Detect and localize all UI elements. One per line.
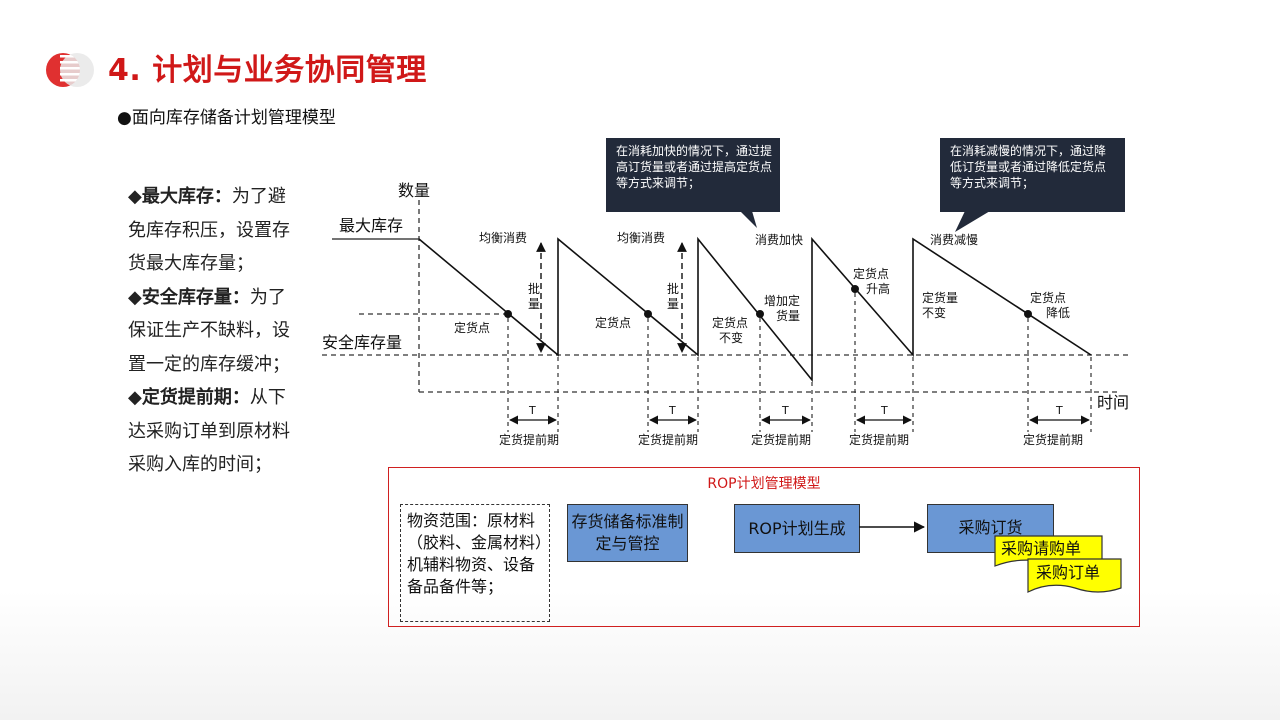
t-label-2: T [668,404,676,417]
label-rp-raise-b: 升高 [866,281,890,296]
box-stock-standard: 存货储备标准制定与管控 [567,504,688,562]
t-label-1: T [528,404,536,417]
callout-tail-2 [955,211,990,232]
label-batch-2b: 量 [667,297,679,311]
lead-time-guides [507,293,1092,432]
label-batch-1b: 量 [528,297,540,311]
lead-time-label-4: 定货提前期 [849,432,909,447]
t-label-5: T [1055,404,1063,417]
label-qty-unchanged-a: 定货量 [922,290,958,305]
section-subtitle: ●面向库存储备计划管理模型 [117,108,336,128]
reorder-point-3 [756,310,764,318]
label-balanced-2: 均衡消费 [617,231,665,245]
lead-time-label-5: 定货提前期 [1023,432,1083,447]
lead-time-label-2: 定货提前期 [638,432,698,447]
reorder-point-4 [851,285,859,293]
definition-list: ◆最大库存：为了避免库存积压，设置存货最大库存量； ◆安全库存量：为了保证生产不… [128,180,303,482]
lead-time-label-3: 定货提前期 [751,432,811,447]
reorder-point-2 [644,310,652,318]
label-slow-down: 消费减慢 [930,233,978,247]
safety-stock-label: 安全库存量 [322,333,402,352]
label-qty-unchanged-b: 不变 [922,305,946,320]
logo-icon [46,53,94,87]
definition-lead-time: ◆定货提前期：从下达采购订单到原材料采购入库的时间； [128,387,290,475]
definition-safety-stock: ◆安全库存量：为了保证生产不缺料，设置一定的库存缓冲； [128,286,290,375]
label-increase-qty-b: 货量 [776,308,800,323]
lead-time-label-1: 定货提前期 [499,432,559,447]
label-reorder-point-2: 定货点 [595,315,631,330]
inventory-curve [418,236,1092,383]
label-rp-unchanged-a: 定货点 [712,315,748,330]
rop-title: ROP计划管理模型 [707,476,821,492]
reorder-point-1 [504,310,512,318]
label-increase-qty-a: 增加定 [764,293,800,308]
label-reorder-point-1: 定货点 [454,320,490,335]
doc-request-label: 采购请购单 [1001,539,1082,558]
callout-slow-down: 在消耗减慢的情况下，通过降低订货量或者通过降低定货点等方式来调节； [940,138,1125,212]
t-label-4: T [880,404,888,417]
axis-y-label: 数量 [398,181,430,200]
label-speed-up: 消费加快 [755,233,803,247]
label-rp-lower-b: 降低 [1046,306,1070,320]
callout-speed-up: 在消耗加快的情况下，通过提高订货量或者通过提高定货点等方式来调节； [606,138,780,212]
label-balanced-1: 均衡消费 [479,231,527,245]
definition-max-stock: ◆最大库存：为了避免库存积压，设置存货最大库存量； [128,186,290,274]
material-scope: 物资范围：原材料（胶料、金属材料）机辅料物资、设备备品备件等； [400,504,550,622]
callout-tail-1 [740,211,757,228]
doc-order-label: 采购订单 [1036,563,1101,582]
box-rop-generate: ROP计划生成 [734,504,860,553]
page-title: 4. 计划与业务协同管理 [108,53,427,88]
doc-order-shape [1027,558,1122,593]
reorder-point-5 [1024,310,1032,318]
max-stock-label: 最大库存 [339,216,403,235]
label-rp-raise-a: 定货点 [853,266,889,281]
label-rp-lower-a: 定货点 [1030,290,1066,305]
label-batch-2a: 批 [667,281,679,296]
label-batch-1a: 批 [528,281,540,296]
label-rp-unchanged-b: 不变 [719,330,743,345]
t-label-3: T [781,404,789,417]
axis-x-label: 时间 [1097,393,1129,412]
